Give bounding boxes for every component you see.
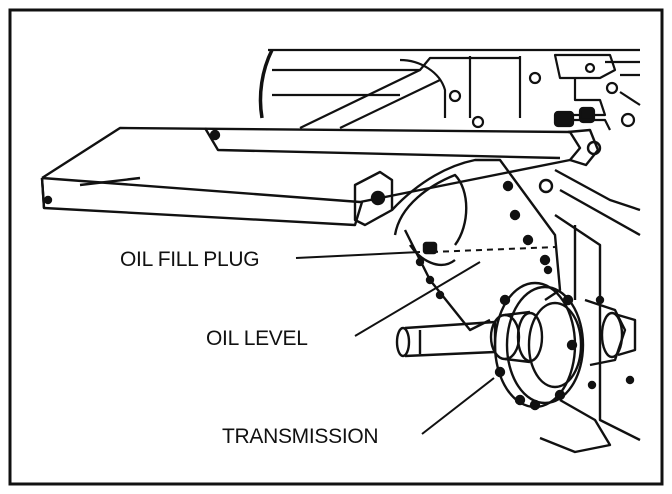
oil-level-leader [354, 261, 481, 337]
transmission-case [391, 158, 641, 442]
transmission-label: TRANSMISSION [222, 425, 378, 448]
oil-fill-plug-label: OIL FILL PLUG [120, 248, 259, 271]
axle-hub [395, 281, 637, 454]
engine-housing [258, 48, 641, 131]
oil-fill-plug-leader [295, 251, 421, 259]
oil-fill-plug-part [422, 241, 438, 255]
rear-shield [40, 126, 602, 227]
transmission-leader [421, 377, 495, 435]
oil-level-label: OIL LEVEL [206, 327, 308, 350]
diagram-border [8, 8, 664, 486]
oil-level-line [431, 246, 557, 253]
